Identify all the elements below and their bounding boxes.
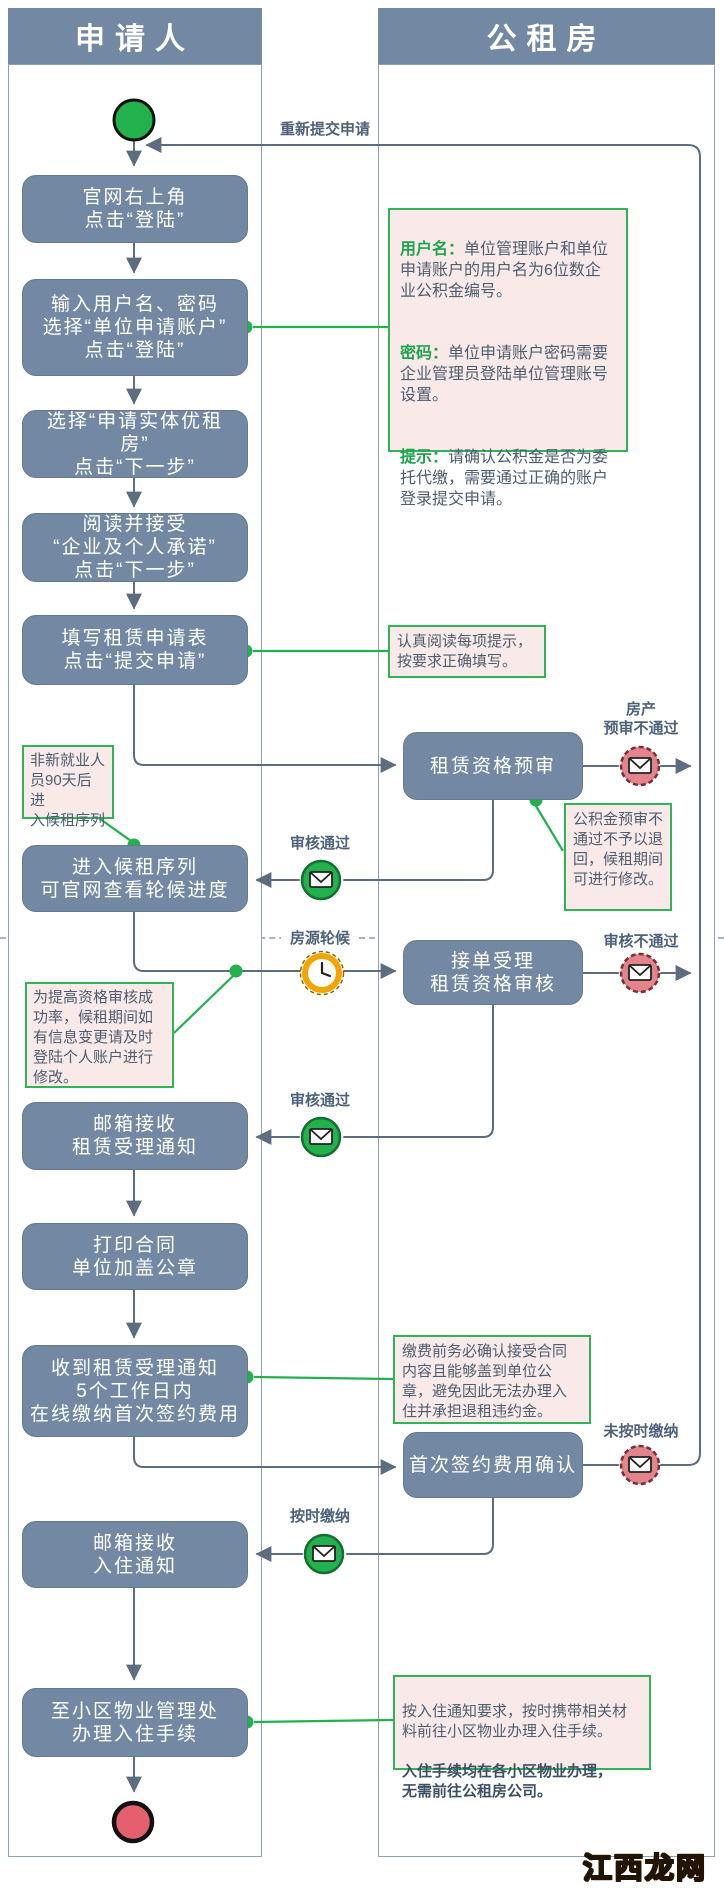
lane-header-housing: 公租房 bbox=[378, 8, 715, 64]
edge-label-review-fail: 审核不通过 bbox=[603, 933, 679, 950]
step-print-contract: 打印合同 单位加盖公章 bbox=[22, 1223, 248, 1290]
envelope-icon-green bbox=[300, 1116, 342, 1158]
step-accept-promise: 阅读并接受 “企业及个人承诺” 点击“下一步” bbox=[22, 513, 248, 582]
edge-label-approved-2: 审核通过 bbox=[289, 1092, 350, 1109]
note-checkin: 按入住通知要求，按时携带相关材 料前往小区物业办理入住手续。 入住手续均在各小区… bbox=[393, 1675, 651, 1800]
envelope-icon-green bbox=[303, 1533, 345, 1575]
note-paragraph: 按入住通知要求，按时携带相关材 料前往小区物业办理入住手续。 bbox=[402, 1703, 628, 1740]
note-label: 提示： bbox=[400, 449, 449, 466]
step-fee-confirm: 首次签约费用确认 bbox=[403, 1432, 583, 1498]
start-node-icon bbox=[112, 98, 156, 142]
step-fill-application: 填写租赁申请表 点击“提交申请” bbox=[22, 615, 248, 685]
note-paragraph: 密码：单位申请账户密码需要企业管理员登陆单位管理账号设置。 bbox=[400, 345, 609, 404]
edge-label-waiting: 房源轮候 bbox=[281, 929, 359, 948]
envelope-icon-red bbox=[619, 745, 661, 787]
envelope-icon-red bbox=[619, 952, 661, 994]
note-paragraph-bold: 入住手续均在各小区物业办理， 无需前往公租房公司。 bbox=[402, 1763, 613, 1800]
note-label: 密码： bbox=[400, 345, 449, 362]
note-label: 用户名： bbox=[400, 241, 465, 258]
edge-label-approved-1: 审核通过 bbox=[289, 835, 350, 852]
note-fill-form: 认真阅读每项提示， 按要求正确填写。 bbox=[388, 625, 546, 678]
step-goto-property: 至小区物业管理处 办理入住手续 bbox=[22, 1688, 248, 1757]
page-divider-line bbox=[0, 937, 724, 939]
step-pre-review: 租赁资格预审 bbox=[403, 732, 583, 800]
note-paragraph: 用户名：单位管理账户和单位申请账户的用户名为6位数企业公积金编号。 bbox=[400, 241, 609, 300]
envelope-icon-red bbox=[619, 1444, 661, 1486]
lane-header-applicant: 申请人 bbox=[8, 8, 262, 64]
note-payment: 缴费前务必确认接受合同 内容且能够盖到单位公 章，避免因此无法办理入 住并承担退… bbox=[393, 1335, 591, 1424]
end-node-icon bbox=[111, 1800, 155, 1844]
step-enter-credentials: 输入用户名、密码 选择“单位申请账户” 点击“登陆” bbox=[22, 279, 248, 376]
step-order-review: 接单受理 租赁资格审核 bbox=[403, 940, 583, 1005]
note-paragraph: 提示：请确认公积金是否为委托代缴，需要通过正确的账户登录提交申请。 bbox=[400, 449, 609, 508]
note-fund-fail: 公积金预审不 通过不予以退 回，候租期间 可进行修改。 bbox=[564, 803, 672, 911]
edge-label-property-fail: 房产 预审不通过 bbox=[603, 701, 679, 737]
note-update-info: 为提高资格审核成 功率，候租期间如 有信息变更请及时 登陆个人账户进行 修改。 bbox=[25, 982, 174, 1088]
edge-label-paid: 按时缴纳 bbox=[289, 1508, 350, 1525]
step-receive-acceptance: 邮箱接收 租赁受理通知 bbox=[22, 1102, 248, 1170]
step-waiting-queue: 进入候租序列 可官网查看轮候进度 bbox=[22, 845, 248, 912]
clock-icon bbox=[299, 950, 345, 996]
step-select-housing: 选择“申请实体优租 房” 点击“下一步” bbox=[22, 410, 248, 478]
flow-arrows bbox=[126, 137, 701, 1793]
watermark: 江西龙网 bbox=[582, 1852, 708, 1886]
note-non-new-employee: 非新就业人 员90天后进 入候租序列 bbox=[22, 745, 114, 829]
step-pay-first-fee: 收到租赁受理通知 5个工作日内 在线缴纳首次签约费用 bbox=[22, 1345, 248, 1437]
note-connectors bbox=[95, 325, 564, 1724]
edge-label-overdue: 未按时缴纳 bbox=[603, 1423, 679, 1440]
step-login-website: 官网右上角 点击“登陆” bbox=[22, 175, 248, 243]
step-receive-checkin: 邮箱接收 入住通知 bbox=[22, 1521, 248, 1588]
note-login-info: 用户名：单位管理账户和单位申请账户的用户名为6位数企业公积金编号。 密码：单位申… bbox=[388, 208, 628, 508]
edge-label-resubmit: 重新提交申请 bbox=[279, 121, 370, 138]
envelope-icon-green bbox=[300, 859, 342, 901]
